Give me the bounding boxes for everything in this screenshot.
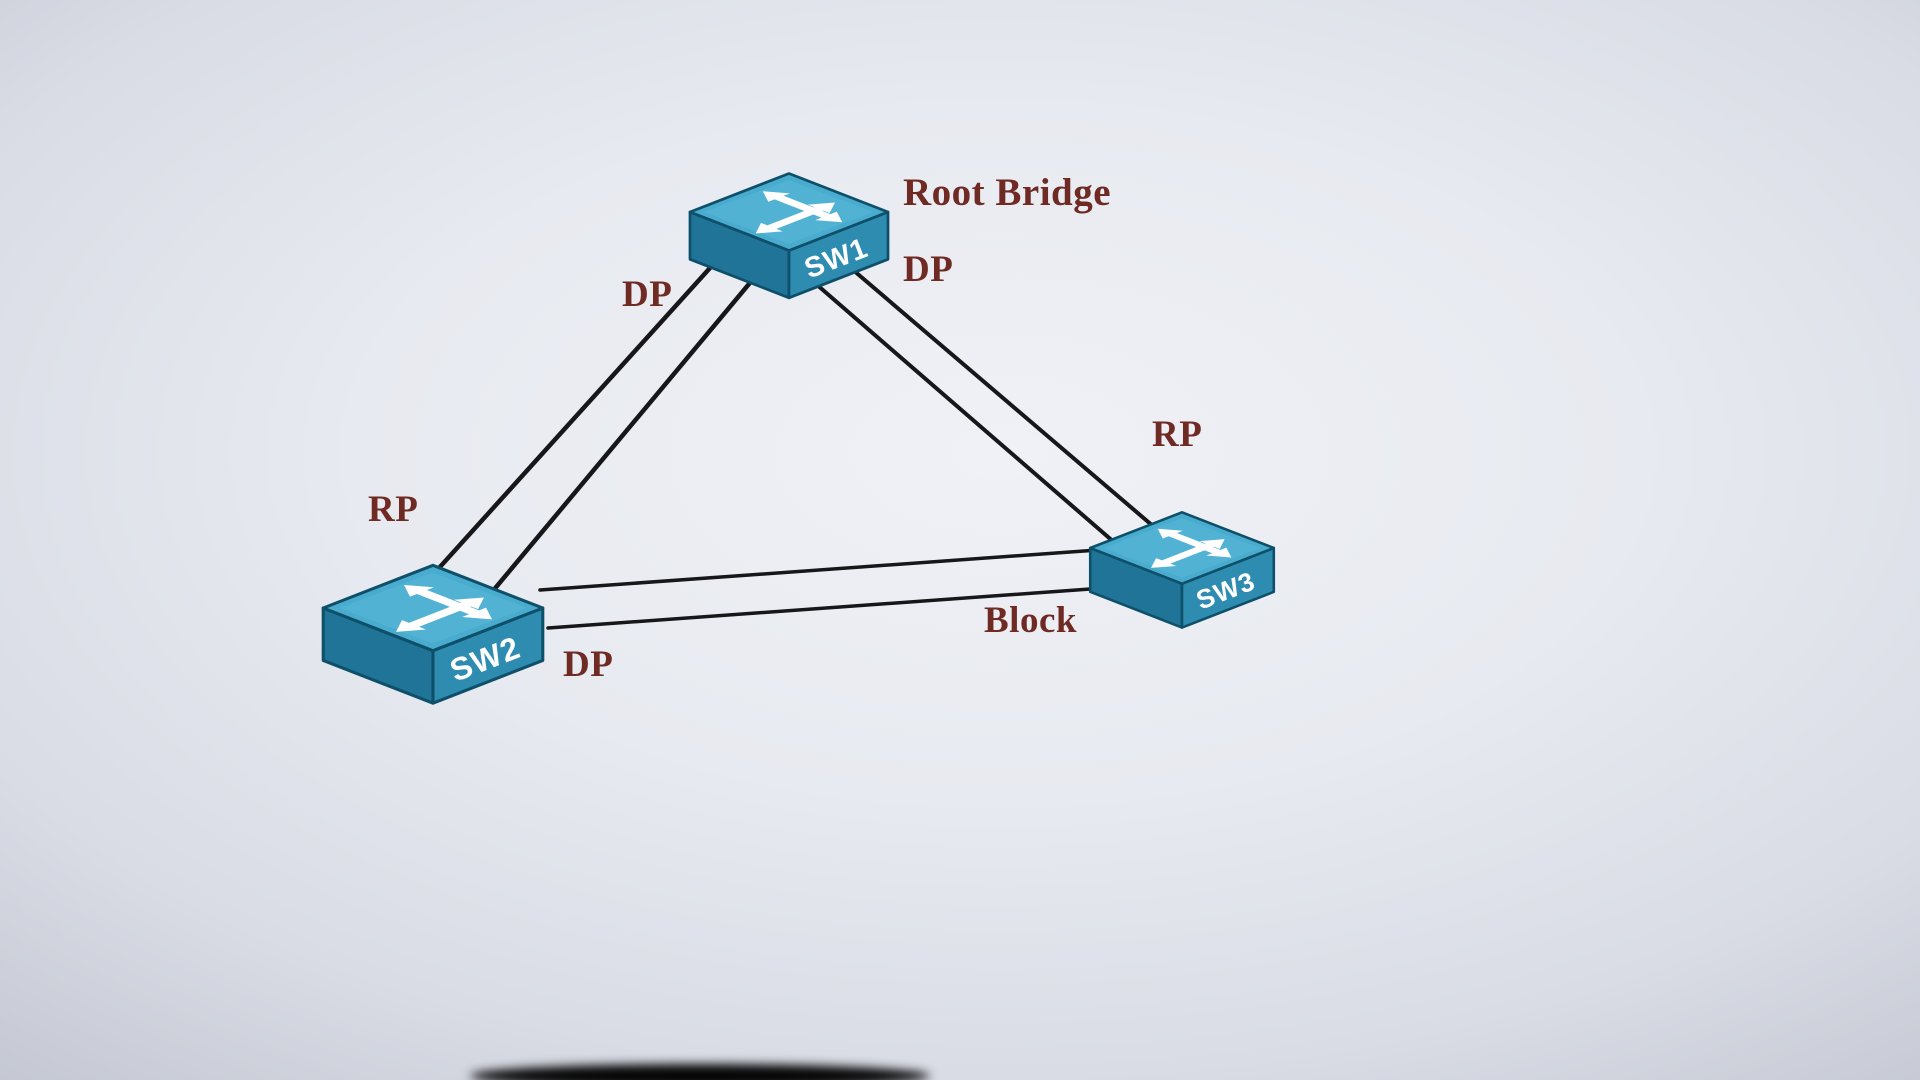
link-sw1-sw2 bbox=[427, 245, 767, 595]
switch-sw3: SW3 bbox=[1088, 511, 1276, 629]
label-block: Block bbox=[984, 600, 1077, 641]
label-dp-sw1-right: DP bbox=[903, 249, 953, 290]
screen-edge-artifact bbox=[470, 1064, 930, 1080]
label-dp-sw2: DP bbox=[563, 644, 613, 685]
label-rp-sw3: RP bbox=[1152, 414, 1202, 455]
switch-sw1: SW1 bbox=[688, 172, 890, 300]
annotations-layer: Root Bridge DP DP RP RP DP Block bbox=[368, 171, 1202, 685]
link-sw1-sw3-line-2 bbox=[844, 262, 1162, 534]
label-root-bridge: Root Bridge bbox=[903, 171, 1111, 214]
link-sw1-sw2-line-1 bbox=[427, 245, 731, 581]
link-sw1-sw2-line-2 bbox=[489, 263, 767, 595]
link-sw1-sw3 bbox=[814, 262, 1162, 558]
switch-sw2: SW2 bbox=[321, 563, 545, 705]
links-layer bbox=[427, 245, 1162, 630]
label-rp-sw2: RP bbox=[368, 489, 418, 530]
link-sw2-sw3-line-2 bbox=[546, 586, 1106, 630]
link-sw2-sw3 bbox=[538, 548, 1106, 630]
label-dp-sw1-left: DP bbox=[622, 274, 672, 315]
link-sw1-sw3-line-1 bbox=[814, 282, 1132, 558]
link-sw2-sw3-line-1 bbox=[538, 548, 1100, 592]
